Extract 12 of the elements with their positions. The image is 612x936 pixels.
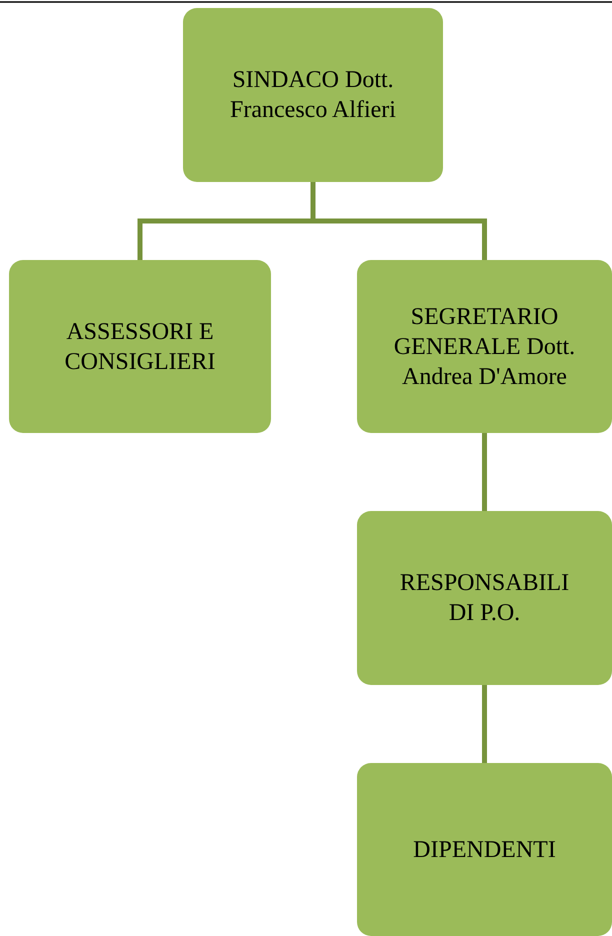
- box-label: RESPONSABILI DI P.O.: [398, 569, 570, 628]
- org-box: [183, 8, 443, 182]
- org-box: [357, 260, 612, 433]
- box-label: DIPENDENTI: [412, 836, 557, 864]
- connector-line: [482, 433, 487, 511]
- org-box: [9, 260, 271, 433]
- box-label: SINDACO Dott. Francesco Alfieri: [229, 66, 397, 125]
- box-label: SEGRETARIO GENERALE Dott. Andrea D'Amore: [392, 302, 576, 392]
- box-label: ASSESSORI E CONSIGLIERI: [64, 318, 216, 376]
- connector-line: [482, 685, 487, 763]
- org-box: [357, 763, 612, 936]
- org-box: [357, 511, 612, 685]
